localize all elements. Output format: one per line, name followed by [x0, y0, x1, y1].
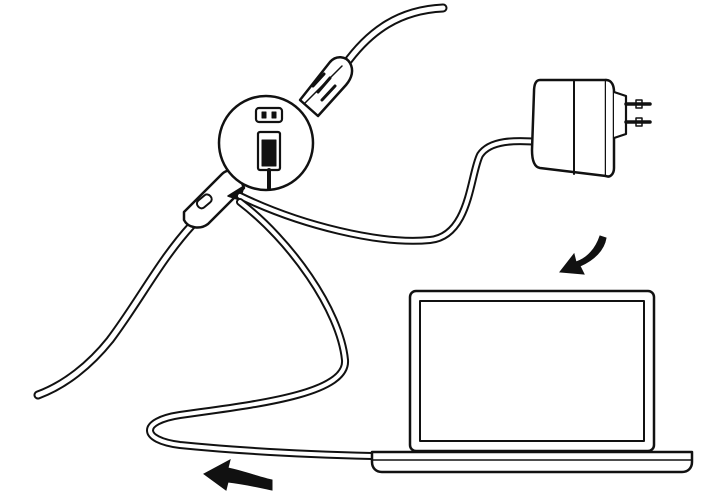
connector-detail-magnifier-icon [217, 94, 315, 192]
arrow-cable-return-icon [203, 459, 273, 491]
power-adapter-icon [530, 78, 652, 178]
laptop-cable-icon [146, 198, 376, 460]
main-cable-icon [33, 3, 448, 400]
laptop-icon [370, 289, 694, 474]
upper-connector-housing-icon [298, 56, 354, 118]
adapter-cable-icon [236, 137, 544, 245]
arrow-adapter-to-laptop-icon [559, 235, 607, 275]
